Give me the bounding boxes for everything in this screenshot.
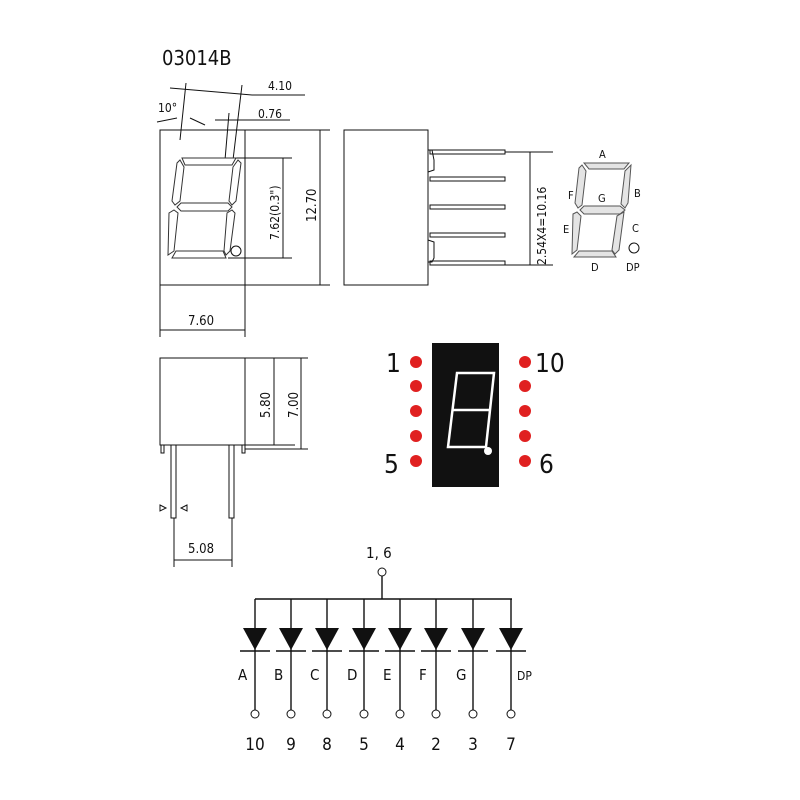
display-body [432, 343, 499, 487]
pin-dots [410, 356, 531, 467]
pin-terminal [286, 709, 296, 719]
side-pins [429, 149, 506, 266]
diode-triangle [352, 628, 376, 650]
display-dp [484, 447, 492, 455]
segment-label: B [274, 666, 283, 684]
segment-label: D [347, 666, 357, 684]
pin-terminal [468, 709, 478, 719]
digit-outline [167, 157, 242, 259]
diode-triangle [499, 628, 523, 650]
segment-label: A [238, 666, 248, 684]
dim-segment-label: 0.76 [258, 107, 282, 121]
dim-digit-label: 7.62(0.3") [268, 185, 282, 240]
diode-triangle [279, 628, 303, 650]
front-view: 7.60 12.70 7.62(0.3") 4.10 0.76 10° [156, 79, 330, 337]
pinout-view: 1 5 10 6 [384, 343, 565, 487]
pin-number: 4 [395, 735, 405, 755]
dim-pitch-label: 2.54X4=10.16 [535, 187, 549, 265]
pin-label-5: 5 [384, 450, 399, 480]
segment-label: DP [517, 669, 532, 683]
dim-body-label: 5.80 [259, 392, 274, 418]
seg-label-dp: DP [626, 261, 640, 274]
pin-terminal [359, 709, 369, 719]
seg-label-f: F [568, 189, 574, 202]
schematic: 1, 6 A 10 B 9 C 8 D 5 E 4 F 2 G 3 DP 7 [238, 544, 532, 755]
pin-label-6: 6 [539, 450, 554, 480]
seg-label-b: B [634, 187, 641, 200]
segment-map: A B C D E F G DP [563, 148, 641, 274]
pin-terminal [395, 709, 405, 719]
seg-label-e: E [563, 223, 569, 236]
dim-slant-label: 4.10 [268, 79, 292, 93]
pin-terminal [506, 709, 516, 719]
pin-terminal [431, 709, 441, 719]
dim-height-label: 12.70 [305, 189, 320, 222]
display-digit [446, 371, 496, 449]
seg-label-c: C [632, 222, 639, 235]
diode-triangle [315, 628, 339, 650]
pin-terminal [250, 709, 260, 719]
diode-triangle [243, 628, 267, 650]
seg-label-g: G [598, 192, 606, 205]
pin-number: 3 [468, 735, 478, 755]
pin-number: 7 [506, 735, 516, 755]
pin-number: 5 [359, 735, 369, 755]
segment-label: E [383, 666, 392, 684]
segment-label: G [456, 666, 466, 684]
diode-triangle [461, 628, 485, 650]
angle-label: 10° [158, 101, 177, 115]
dim-width-label: 7.60 [188, 314, 214, 329]
common-pin-label: 1, 6 [366, 544, 392, 562]
dim-total-label: 7.00 [287, 392, 302, 418]
pin-number: 10 [245, 735, 264, 755]
part-number-title: 03014B [162, 46, 232, 70]
side-view: 2.54X4=10.16 [343, 129, 553, 286]
diode-triangle [388, 628, 412, 650]
pin-label-10: 10 [535, 349, 565, 379]
dim-pin-spacing-label: 5.08 [188, 542, 214, 557]
pin-number: 9 [286, 735, 296, 755]
segment-label: C [310, 666, 319, 684]
pin-number: 2 [431, 735, 441, 755]
pin-terminal [322, 709, 332, 719]
bottom-view: 5.80 7.00 5.08 [159, 357, 308, 567]
diode-triangle [424, 628, 448, 650]
pin-number: 8 [322, 735, 332, 755]
pin-label-1: 1 [386, 349, 401, 379]
segment-label: F [419, 666, 427, 684]
seg-label-d: D [591, 261, 599, 274]
seg-label-a: A [599, 148, 606, 161]
